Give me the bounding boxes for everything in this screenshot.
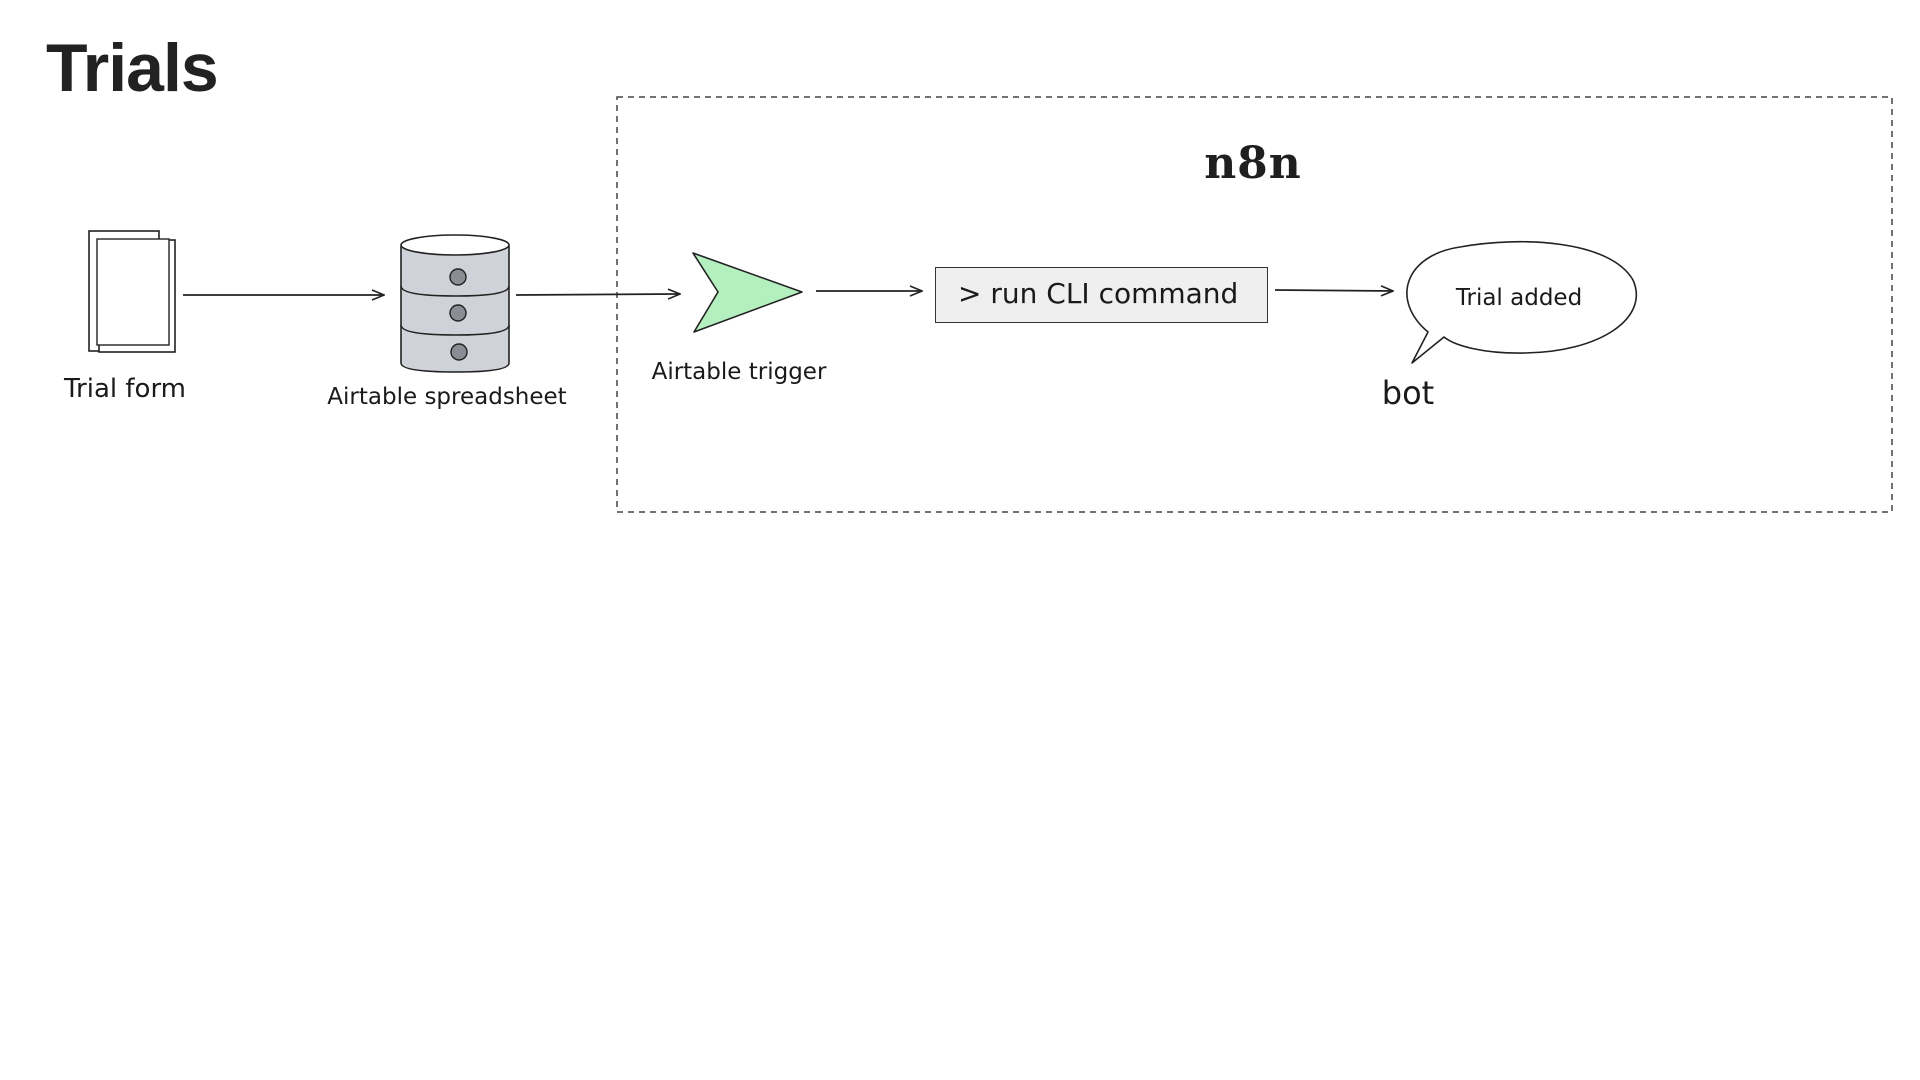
node-label-bot: bot	[1381, 374, 1435, 412]
node-label-airtable-spreadsheet: Airtable spreadsheet	[327, 384, 567, 410]
group-label-n8n: n8n	[1204, 138, 1302, 189]
arrow-cli-to-bot	[1274, 290, 1393, 291]
trigger-icon	[692, 252, 803, 333]
node-label-trial-form: Trial form	[63, 374, 187, 404]
bot-message: Trial added	[1455, 285, 1583, 311]
speech-bubble	[1406, 240, 1638, 364]
page-title: Trials	[46, 30, 219, 106]
n8n-group-box	[616, 96, 1893, 513]
database-icon	[400, 234, 510, 373]
node-label-airtable-trigger: Airtable trigger	[651, 359, 827, 385]
cli-command-box: > run CLI command	[935, 267, 1268, 323]
documents-icon	[88, 230, 176, 353]
arrow-spreadsheet-to-trigger	[515, 294, 680, 295]
